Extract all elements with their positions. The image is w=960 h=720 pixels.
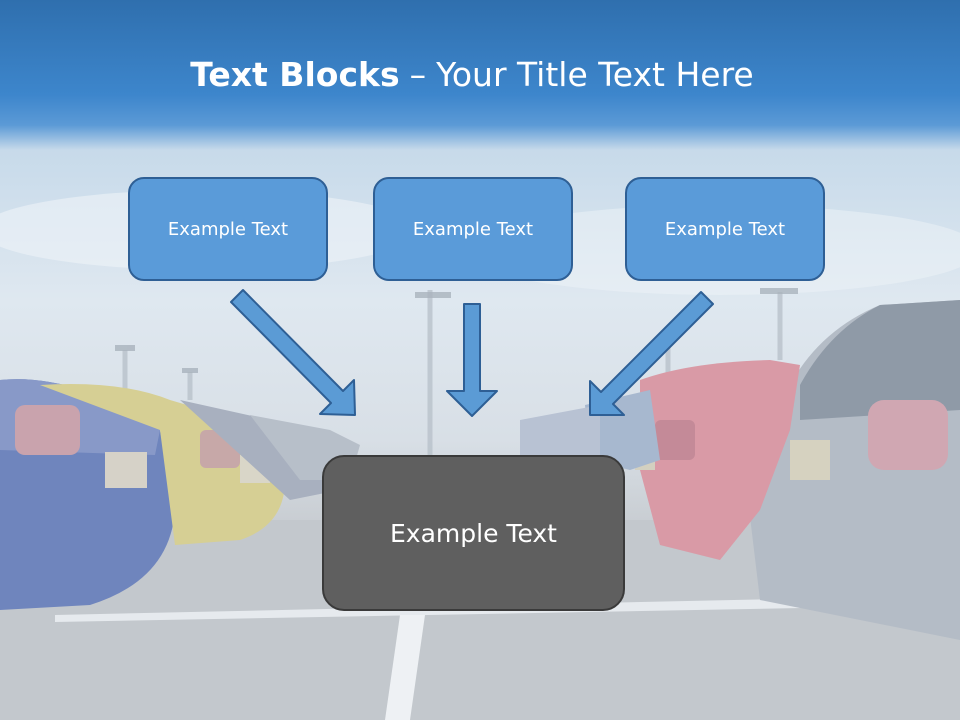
main-text-block[interactable]: Example Text xyxy=(322,455,625,611)
text-block-center[interactable]: Example Text xyxy=(373,177,573,281)
text-block-right[interactable]: Example Text xyxy=(625,177,825,281)
text-block-right-label: Example Text xyxy=(664,218,786,240)
main-text-block-label: Example Text xyxy=(390,518,557,548)
arrow-center-down xyxy=(446,303,498,417)
slide-title: Text Blocks–Your Title Text Here xyxy=(0,52,944,98)
text-block-left[interactable]: Example Text xyxy=(128,177,328,281)
title-bold-text: Text Blocks xyxy=(190,55,400,94)
title-dash: – xyxy=(409,55,427,94)
arrow-right-diagonal xyxy=(589,291,714,416)
text-block-left-label: Example Text xyxy=(167,218,289,240)
text-block-center-label: Example Text xyxy=(412,218,534,240)
title-regular-text: Your Title Text Here xyxy=(436,55,754,94)
arrow-left-diagonal xyxy=(230,289,356,416)
